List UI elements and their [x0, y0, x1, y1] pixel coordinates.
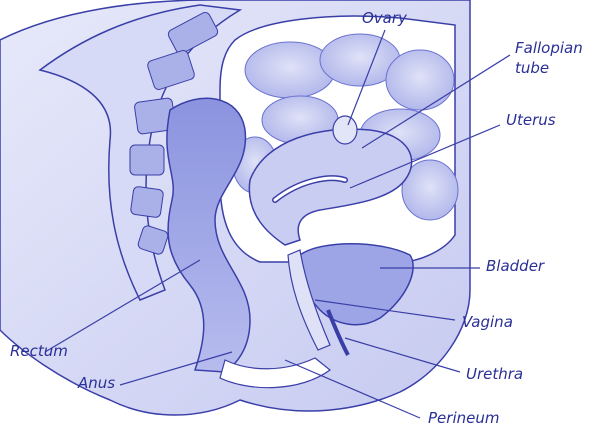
label-vagina: Vagina — [462, 314, 513, 331]
label-anus: Anus — [78, 375, 115, 392]
label-urethra: Urethra — [466, 366, 523, 383]
label-ovary: Ovary — [362, 10, 407, 27]
label-rectum: Rectum — [10, 343, 68, 360]
label-fallopian-tube: Fallopian tube — [515, 38, 595, 78]
label-uterus: Uterus — [506, 112, 556, 129]
ovary-shape — [333, 116, 357, 144]
label-perineum: Perineum — [428, 410, 499, 427]
label-bladder: Bladder — [486, 258, 544, 275]
